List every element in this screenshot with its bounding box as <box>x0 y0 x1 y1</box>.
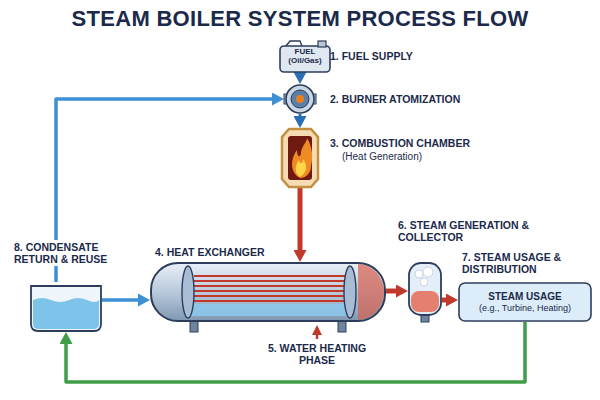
flow-connector <box>299 74 302 75</box>
flow-connector <box>386 289 399 294</box>
step-label: 4. HEAT EXCHANGER <box>155 246 305 258</box>
step-label: (Heat Generation) <box>342 151 472 163</box>
combustion-chamber-outline <box>281 128 319 188</box>
node-text: STEAM USAGE <box>488 291 561 303</box>
node-content <box>150 262 386 322</box>
heat-exchanger: 4. HEAT EXCHANGER <box>150 262 386 322</box>
step-label: 2. BURNER ATOMIZATION <box>330 93 500 105</box>
node-content: FUEL (Oil/Gas) <box>278 40 332 74</box>
condensate-tank: 8. CONDENSATE RETURN & REUSE <box>30 282 102 332</box>
steam-usage-box-outline <box>458 282 592 322</box>
heat-exchanger-outline <box>150 262 386 322</box>
step-label: 8. CONDENSATE RETURN & REUSE <box>12 240 144 266</box>
fuel-can: FUEL (Oil/Gas)1. FUEL SUPPLY <box>278 40 332 74</box>
flow-connector <box>442 298 449 303</box>
condensate-tank-outline <box>30 282 102 332</box>
steam-collector-outline <box>408 262 442 320</box>
callout-label: 5. WATER HEATING PHASE <box>267 342 367 366</box>
node-text: (e.g., Turbine, Heating) <box>479 303 571 314</box>
node-content <box>281 128 319 188</box>
burner-outline <box>284 84 316 114</box>
node-text: FUEL (Oil/Gas) <box>278 48 332 66</box>
leader-arrow <box>316 333 319 339</box>
steam-usage-box: STEAM USAGE(e.g., Turbine, Heating)7. ST… <box>458 282 592 322</box>
step-label: 6. STEAM GENERATION & COLLECTOR <box>398 219 538 243</box>
node-content <box>30 282 102 332</box>
combustion-chamber: 3. COMBUSTION CHAMBER(Heat Generation) <box>281 128 319 188</box>
steam-collector: 6. STEAM GENERATION & COLLECTOR <box>408 262 442 320</box>
burner: 2. BURNER ATOMIZATION <box>284 84 316 114</box>
step-label: 7. STEAM USAGE & DISTRIBUTION <box>462 251 594 275</box>
node-content <box>408 262 442 320</box>
diagram-title: STEAM BOILER SYSTEM PROCESS FLOW <box>0 6 600 32</box>
step-label: 3. COMBUSTION CHAMBER <box>330 137 510 149</box>
node-content: STEAM USAGE(e.g., Turbine, Heating) <box>458 282 592 322</box>
flow-connector <box>66 322 525 382</box>
flow-connector <box>102 298 141 302</box>
node-content <box>284 84 316 114</box>
step-label: 1. FUEL SUPPLY <box>330 50 460 62</box>
flow-connector <box>298 188 303 253</box>
flow-connector <box>299 114 302 119</box>
